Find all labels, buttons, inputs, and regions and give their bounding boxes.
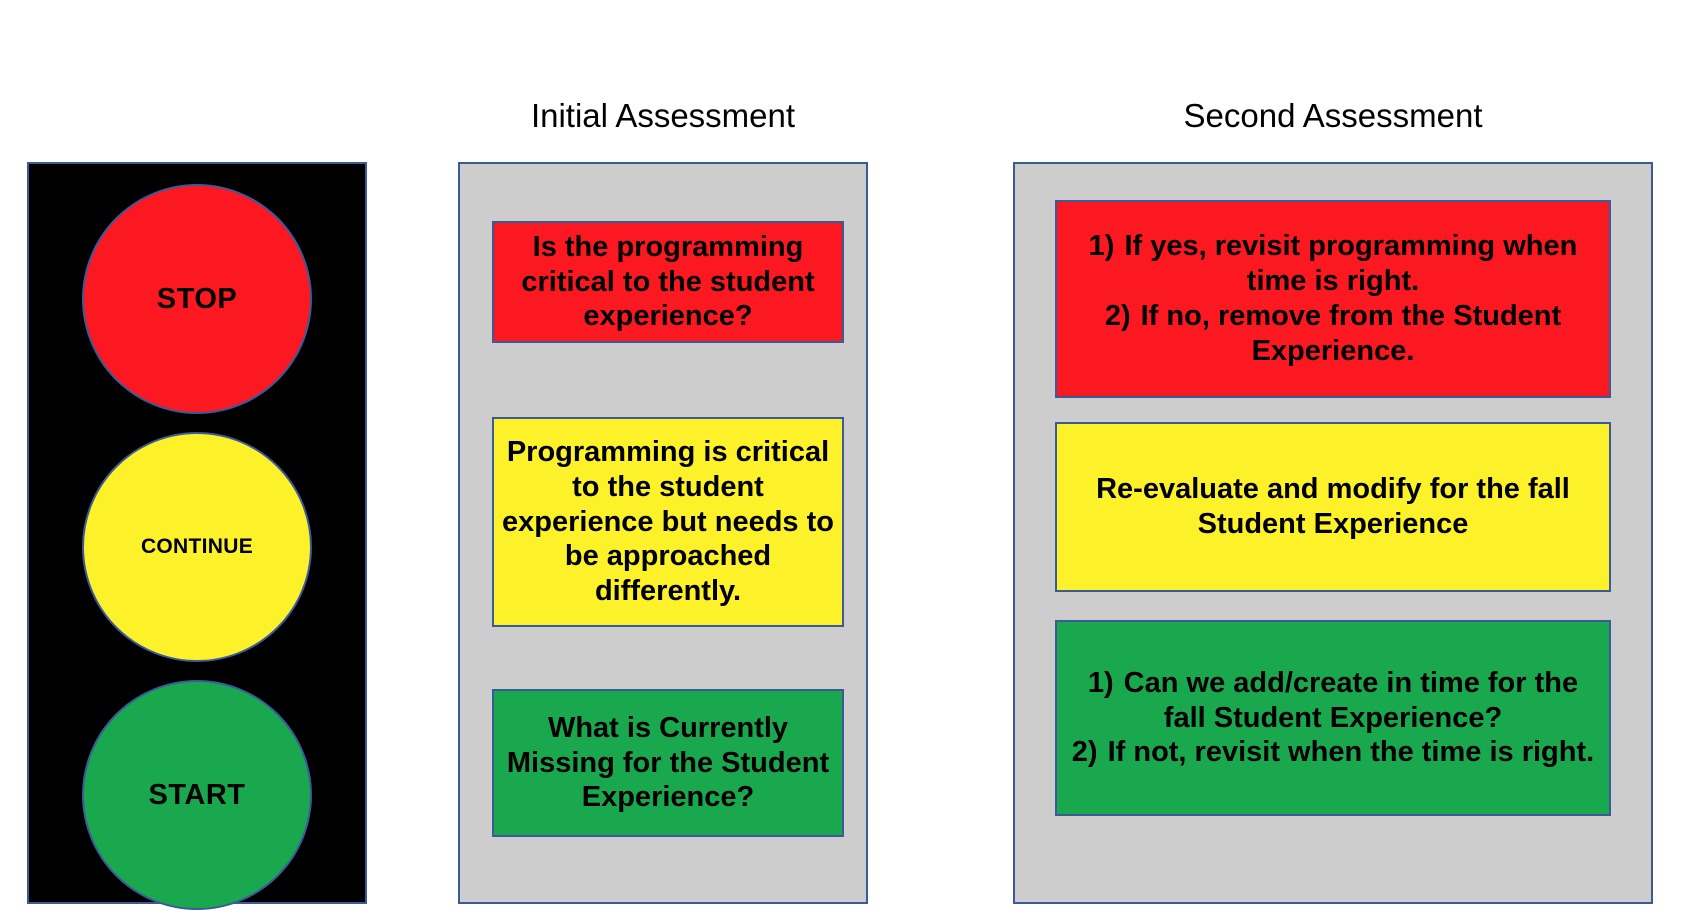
column-heading-initial-assessment: Initial Assessment [530, 97, 796, 134]
initial-assessment-red-text: Is the programming critical to the stude… [521, 230, 815, 333]
traffic-lamp-stop: STOP [82, 184, 312, 414]
initial-assessment-yellow-text: Programming is critical to the student e… [502, 436, 834, 608]
list-item-number: 1) [1087, 666, 1114, 699]
second-assessment-red-box: 1) If yes, revisit programming when time … [1055, 200, 1611, 398]
list-item-text: If no, remove from the Student Experienc… [1140, 300, 1562, 367]
second-assessment-yellow-text: Re-evaluate and modify for the fall Stud… [1096, 473, 1570, 540]
list-item: 1) If yes, revisit programming when time … [1067, 229, 1599, 299]
list-item-text: If yes, revisit programming when time is… [1124, 230, 1578, 298]
list-item: 2) If no, remove from the Student Experie… [1067, 299, 1599, 369]
list-item: 1) Can we add/create in time for the fall… [1067, 666, 1599, 736]
traffic-lamp-start-label: START [148, 778, 246, 811]
list-item-number: 1) [1088, 230, 1115, 263]
second-assessment-green-box: 1) Can we add/create in time for the fall… [1055, 620, 1611, 816]
initial-assessment-green-text: What is Currently Missing for the Studen… [506, 711, 830, 814]
second-assessment-red-list: 1) If yes, revisit programming when time … [1057, 229, 1609, 368]
column-heading-second-assessment: Second Assessment [1183, 97, 1483, 134]
list-item-text: If not, revisit when the time is right. [1107, 736, 1595, 769]
second-assessment-yellow-box: Re-evaluate and modify for the fall Stud… [1055, 422, 1611, 592]
list-item: 2) If not, revisit when the time is right… [1067, 735, 1599, 770]
second-assessment-green-list: 1) Can we add/create in time for the fall… [1057, 666, 1609, 770]
traffic-lamp-stop-label: STOP [156, 282, 238, 315]
traffic-lamp-start: START [82, 680, 312, 910]
traffic-lamp-continue-label: CONTINUE [140, 535, 254, 558]
initial-assessment-red-box: Is the programming critical to the stude… [492, 221, 844, 343]
initial-assessment-yellow-box: Programming is critical to the student e… [492, 417, 844, 627]
panel-initial-assessment: Is the programming critical to the stude… [458, 162, 868, 904]
traffic-lamp-continue: CONTINUE [82, 432, 312, 662]
list-item-number: 2) [1104, 300, 1131, 332]
initial-assessment-green-box: What is Currently Missing for the Studen… [492, 689, 844, 837]
list-item-number: 2) [1071, 736, 1098, 769]
traffic-light-graphic: STOP CONTINUE START [27, 162, 367, 910]
panel-second-assessment: 1) If yes, revisit programming when time … [1013, 162, 1653, 904]
list-item-text: Can we add/create in time for the fall S… [1123, 666, 1579, 734]
